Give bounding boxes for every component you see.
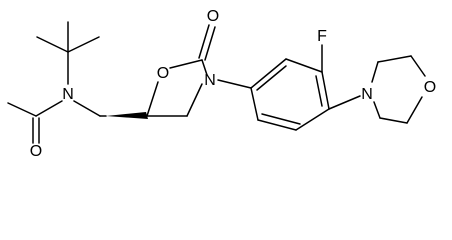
structure-diagram: O N O O N F N O [7, 8, 436, 160]
bond [285, 58, 323, 73]
atom-o-morpholine: O [424, 79, 436, 96]
atom-n-ring: N [204, 72, 216, 89]
bond [198, 24, 210, 59]
bond [7, 102, 37, 117]
bond-layer [7, 21, 426, 144]
bond [377, 55, 412, 63]
bond [146, 81, 159, 117]
atom-n-morpholine: N [361, 86, 373, 103]
bond [373, 101, 381, 119]
bond [169, 59, 203, 69]
bond [36, 36, 69, 53]
bond [261, 113, 301, 125]
bond [406, 96, 423, 124]
bond [217, 79, 252, 89]
bond [371, 61, 379, 83]
bond [201, 59, 208, 76]
atom-f: F [317, 28, 327, 45]
atom-o-ring: O [157, 65, 169, 82]
atom-n-amide: N [62, 86, 74, 103]
bond [250, 87, 259, 121]
bond [410, 55, 426, 77]
bond [35, 100, 63, 117]
bond [295, 108, 330, 131]
bond [257, 119, 297, 131]
atom-label-layer: O N O O N F N O [30, 8, 436, 160]
bond [256, 65, 287, 91]
bond [67, 36, 100, 53]
bond [73, 100, 101, 117]
bond [315, 75, 323, 107]
atom-o-acetyl: O [30, 143, 42, 160]
bond [379, 117, 408, 124]
bond [204, 26, 216, 61]
atom-o-carbonyl: O [207, 8, 219, 25]
bond [328, 95, 361, 110]
bond [321, 71, 330, 110]
bond [186, 83, 203, 117]
bond [250, 58, 287, 89]
wedge-bond [106, 112, 148, 119]
